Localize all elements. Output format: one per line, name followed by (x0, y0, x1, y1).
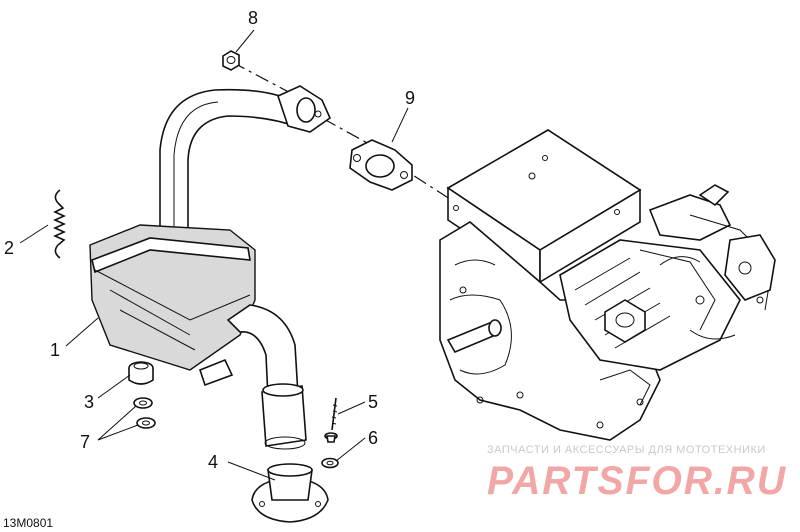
callout-9: 9 (405, 88, 415, 108)
figure-code: 13M0801 (3, 516, 53, 530)
leader-5 (337, 401, 366, 415)
part-8-nut (222, 50, 240, 71)
leader-9 (391, 107, 409, 143)
leader-3 (97, 374, 131, 399)
callout-3: 3 (84, 392, 94, 412)
leader-1 (65, 317, 99, 347)
part-9-gasket (349, 139, 413, 191)
leader-lines (19, 29, 409, 481)
leader-2 (19, 224, 49, 244)
watermark-subtitle: ЗАПЧАСТИ И АКСЕССУАРЫ ДЛЯ МОТОТЕХНИКИ (487, 444, 766, 456)
engine (439, 129, 776, 441)
callouts: 1 2 3 4 5 6 7 8 9 (4, 8, 415, 472)
part-6-washer (321, 457, 339, 469)
callout-8: 8 (248, 8, 258, 28)
part-5-screw (324, 397, 338, 443)
callout-7: 7 (80, 432, 90, 452)
watermark: ЗАПЧАСТИ И АКСЕССУАРЫ ДЛЯ МОТОТЕХНИКИ PA… (487, 444, 787, 503)
leader-7b (97, 424, 139, 441)
part-7-washers (133, 397, 156, 429)
callout-6: 6 (368, 428, 378, 448)
callout-2: 2 (4, 238, 14, 258)
assembly-centerline (231, 61, 471, 213)
callout-1: 1 (50, 340, 60, 360)
part-1-muffler (89, 85, 331, 450)
watermark-logo: PARTSFOR.RU (487, 459, 787, 503)
callout-4: 4 (208, 452, 218, 472)
leader-6 (335, 437, 366, 462)
leader-7a (97, 405, 137, 441)
leader-8 (235, 29, 255, 53)
part-2-spring (53, 189, 66, 259)
leader-4 (227, 461, 276, 481)
part-4-outlet-cap (251, 463, 329, 523)
callout-5: 5 (368, 392, 378, 412)
part-3-grommet (128, 361, 154, 385)
